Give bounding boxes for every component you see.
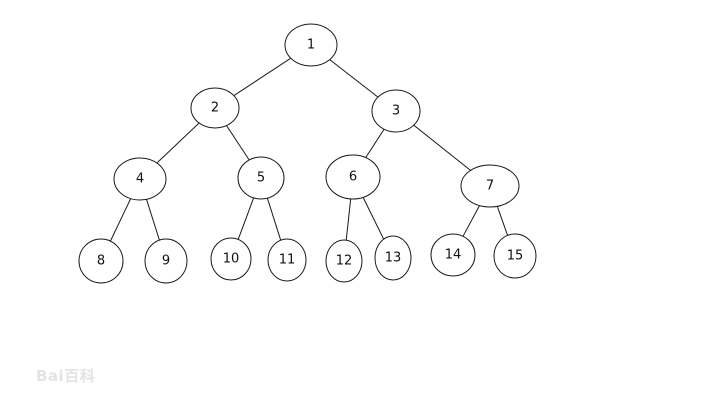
- tree-node-1: 1: [284, 23, 338, 67]
- tree-node-15: 15: [493, 233, 537, 279]
- node-label: 1: [307, 38, 315, 53]
- node-label: 11: [279, 253, 296, 268]
- tree-node-13: 13: [374, 235, 412, 281]
- edge-4-9: [146, 199, 160, 241]
- node-label: 4: [136, 172, 144, 187]
- edge-1-2: [233, 57, 292, 97]
- tree-node-8: 8: [78, 238, 124, 284]
- edge-2-5: [226, 125, 250, 161]
- node-circle: [325, 239, 363, 283]
- edge-6-12: [345, 198, 352, 241]
- tree-node-5: 5: [237, 156, 285, 200]
- tree-node-4: 4: [113, 157, 167, 201]
- edge-4-8: [109, 198, 132, 242]
- node-circle: [374, 235, 412, 281]
- node-label: 5: [257, 171, 265, 186]
- edge-3-6: [365, 128, 385, 158]
- node-circle: [284, 23, 338, 67]
- node-label: 7: [486, 179, 494, 194]
- node-label: 15: [507, 249, 524, 264]
- node-label: 2: [211, 101, 219, 116]
- tree-node-12: 12: [325, 239, 363, 283]
- tree-node-6: 6: [325, 154, 381, 200]
- edge-7-14: [462, 205, 480, 237]
- node-circle: [144, 238, 188, 284]
- edge-5-11: [266, 198, 282, 241]
- node-circle: [371, 89, 421, 133]
- node-label: 6: [349, 170, 357, 185]
- edge-2-4: [156, 122, 200, 164]
- tree-node-11: 11: [267, 238, 307, 282]
- node-label: 3: [392, 104, 400, 119]
- edge-3-7: [413, 124, 471, 171]
- edge-5-10: [237, 197, 255, 240]
- node-circle: [113, 157, 167, 201]
- node-circle: [237, 156, 285, 200]
- edge-7-15: [496, 206, 509, 236]
- node-label: 10: [223, 252, 240, 267]
- baidu-baike-watermark: Bai百科: [36, 367, 96, 385]
- node-circle: [493, 233, 537, 279]
- node-label: 9: [162, 254, 170, 269]
- tree-node-2: 2: [190, 87, 240, 129]
- node-label: 8: [97, 254, 105, 269]
- tree-node-14: 14: [430, 233, 476, 277]
- node-circle: [267, 238, 307, 282]
- tree-node-10: 10: [210, 237, 252, 281]
- tree-node-3: 3: [371, 89, 421, 133]
- node-circle: [190, 87, 240, 129]
- node-circle: [325, 154, 381, 200]
- tree-node-9: 9: [144, 238, 188, 284]
- tree-edges: [109, 57, 509, 242]
- node-circle: [210, 237, 252, 281]
- edge-6-13: [362, 197, 385, 240]
- tree-node-7: 7: [460, 164, 520, 208]
- node-circle: [78, 238, 124, 284]
- edge-1-3: [329, 59, 379, 98]
- node-circle: [460, 164, 520, 208]
- node-label: 13: [385, 251, 402, 266]
- node-circle: [430, 233, 476, 277]
- node-label: 14: [445, 248, 462, 263]
- node-label: 12: [336, 254, 353, 269]
